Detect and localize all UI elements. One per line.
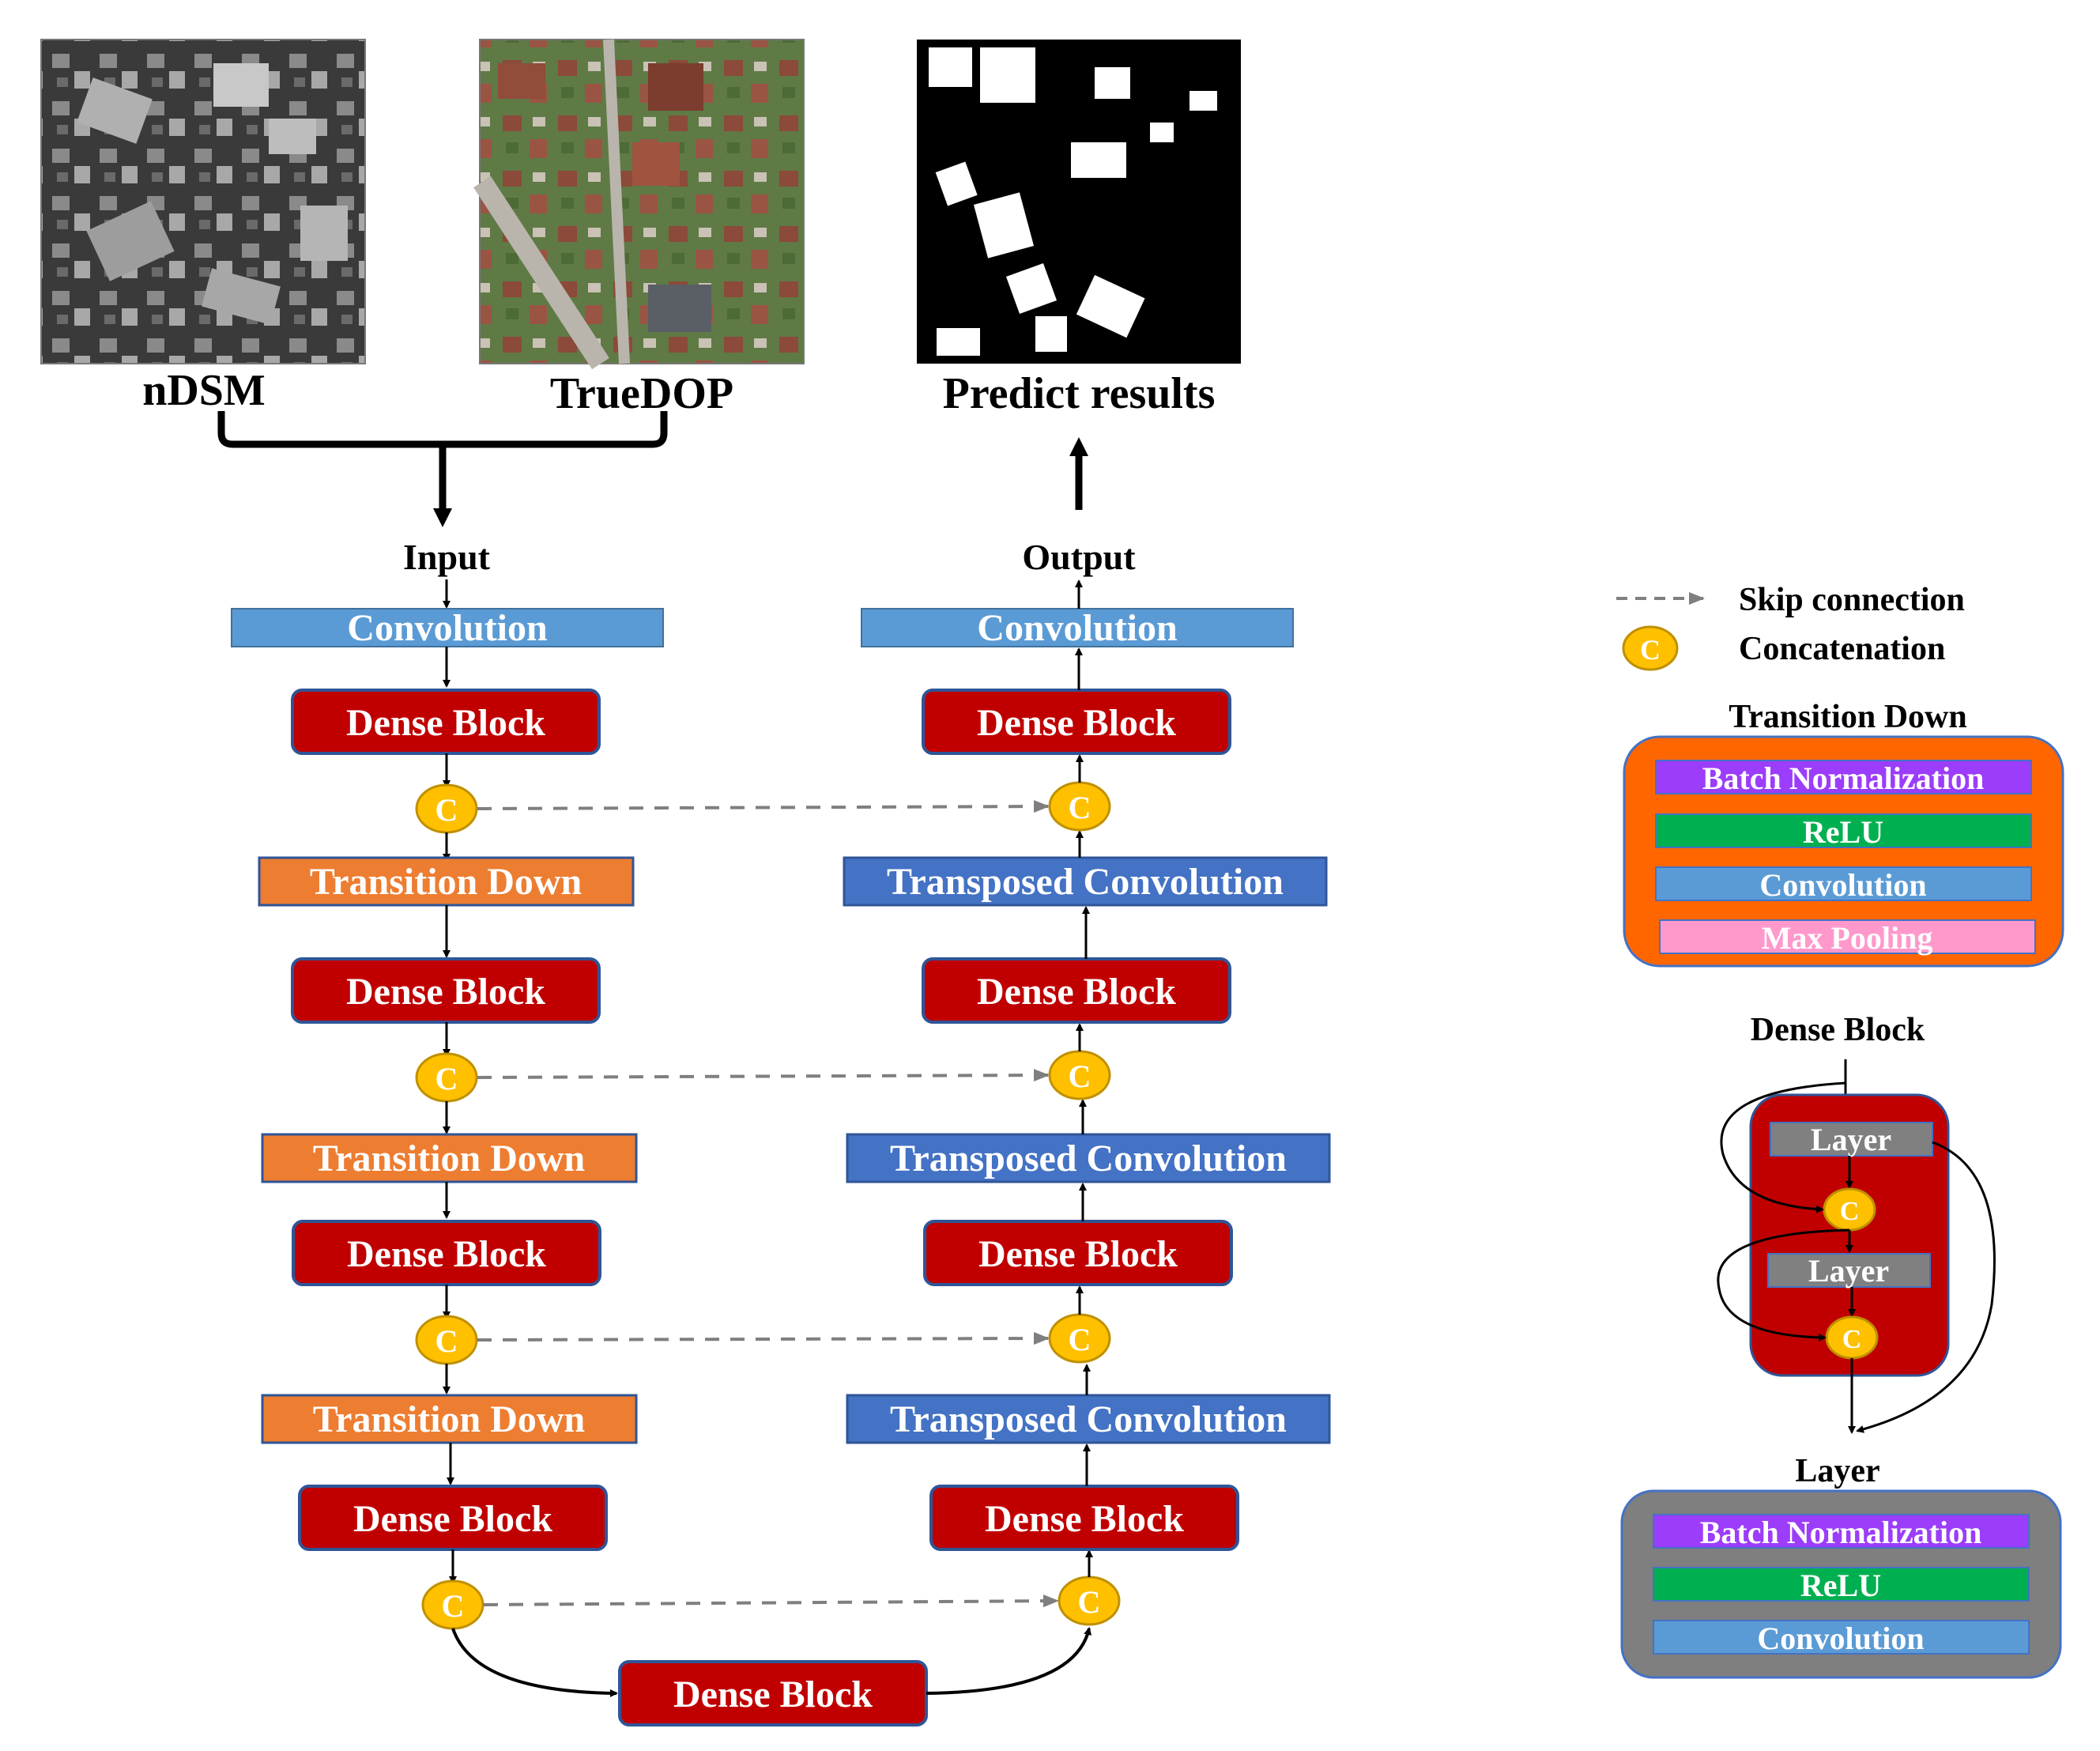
encoder-concat-4-symbol: C: [442, 1588, 465, 1624]
decoder-concat-4-symbol: C: [1078, 1584, 1101, 1620]
ndsm-image: [40, 39, 366, 364]
encoder-dense-block-1-label: Dense Block: [346, 702, 545, 744]
decoder-convolution-label: Convolution: [977, 607, 1177, 649]
decoder-transposed-conv-2-label: Transposed Convolution: [890, 1138, 1287, 1179]
decoder-dense-block-1-label: Dense Block: [977, 702, 1176, 744]
decoder-dense-block-1: [922, 689, 1231, 755]
encoder-dense-block-4-label: Dense Block: [353, 1498, 552, 1540]
skip-connection-4: [483, 1594, 1059, 1608]
legend-td-maxpooling-label: Max Pooling: [1762, 920, 1933, 956]
legend-concat-symbol: C: [1640, 634, 1661, 666]
encoder-concat-1-symbol: C: [435, 792, 458, 828]
legend-concat-label: Concatenation: [1739, 631, 1945, 667]
decoder-dense-block-3: [923, 1220, 1233, 1286]
encoder-transition-down-1-label: Transition Down: [310, 861, 582, 903]
output-label: Output: [1022, 537, 1136, 577]
encoder-concat-3-symbol: C: [435, 1323, 458, 1359]
decoder-dense-block-4-label: Dense Block: [985, 1498, 1184, 1540]
legend-td-convolution: [1655, 866, 2032, 901]
legend-layer-relu-label: ReLU: [1800, 1568, 1881, 1603]
legend-td-batchnorm-label: Batch Normalization: [1702, 760, 1985, 796]
decoder-transposed-conv-1-label: Transposed Convolution: [887, 861, 1284, 903]
decoder-dense-block-2: [922, 957, 1231, 1024]
legend-db-concat-1-symbol: C: [1840, 1197, 1860, 1226]
legend-layer-relu: [1653, 1567, 2030, 1602]
encoder-transition-down-3: [261, 1394, 638, 1444]
decoder-transposed-conv-2: [846, 1133, 1331, 1183]
decoder-convolution-box: [861, 608, 1294, 647]
legend-layer-convolution: [1653, 1620, 2030, 1655]
bottleneck-curve-out: [926, 1627, 1092, 1695]
decoder-dense-block-2-label: Dense Block: [977, 971, 1176, 1013]
skip-connection-1: [477, 800, 1050, 813]
decoder-concat-3-symbol: C: [1069, 1322, 1091, 1357]
predict-results-label: Predict results: [943, 369, 1216, 418]
legend-db-concat-2-symbol: C: [1842, 1325, 1862, 1354]
skip-connection-2: [477, 1069, 1050, 1082]
encoder-transition-down-2-label: Transition Down: [313, 1138, 586, 1179]
skip-connections: [477, 800, 1059, 1608]
encoder-dense-block-3-label: Dense Block: [347, 1233, 546, 1275]
legend-layer-batchnorm: [1653, 1514, 2030, 1549]
legend-db-layer-2: [1767, 1253, 1931, 1288]
decoder-concat-2-symbol: C: [1069, 1059, 1091, 1094]
legend-db-layer-2-label: Layer: [1808, 1253, 1889, 1289]
ndsm-label: nDSM: [142, 366, 266, 415]
encoder-concat-2-symbol: C: [435, 1061, 458, 1096]
legend-td-batchnorm: [1655, 760, 2032, 794]
decoder-transposed-conv-3-label: Transposed Convolution: [890, 1398, 1287, 1440]
legend-layer-title: Layer: [1795, 1453, 1879, 1489]
predict-results-image: [917, 40, 1241, 364]
legend-skip-label: Skip connection: [1739, 582, 1965, 618]
legend-td-convolution-label: Convolution: [1759, 867, 1926, 903]
decoder-dense-block-4: [929, 1485, 1239, 1551]
legend-td-relu-label: ReLU: [1803, 814, 1883, 850]
legend-concat-icon: [1622, 625, 1679, 671]
legend-layer-batchnorm-label: Batch Normalization: [1700, 1515, 1982, 1550]
decoder-transposed-conv-1: [843, 856, 1328, 907]
legend: Skip connection C Concatenation Transiti…: [1616, 582, 2064, 1679]
legend-db-layer-1: [1770, 1122, 1933, 1157]
legend-denseblock-title: Dense Block: [1751, 1012, 1925, 1048]
decoder-dense-block-3-label: Dense Block: [978, 1233, 1178, 1275]
legend-td-maxpooling: [1659, 919, 2036, 954]
bottleneck-dense-block-label: Dense Block: [673, 1674, 873, 1715]
decoder-path: C Dense Block Transposed Convolution C D…: [843, 579, 1331, 1626]
encoder-convolution-box: [231, 608, 664, 647]
bottleneck-curve-in: [451, 1628, 618, 1697]
legend-db-layer-1-label: Layer: [1811, 1122, 1891, 1157]
decoder-concat-1-symbol: C: [1069, 790, 1091, 825]
encoder-convolution-label: Convolution: [347, 607, 547, 649]
truedop-label: TrueDOP: [550, 369, 733, 418]
decoder-transposed-conv-3: [846, 1394, 1331, 1444]
legend-td-relu: [1655, 813, 2032, 848]
legend-transition-title: Transition Down: [1729, 699, 1966, 735]
legend-layer-convolution-label: Convolution: [1757, 1621, 1924, 1656]
encoder-path: Convolution Dense Block C Transition Dow…: [231, 579, 664, 1630]
input-label: Input: [403, 537, 491, 577]
truedop-image: [473, 39, 805, 370]
skip-connection-3: [477, 1332, 1050, 1345]
encoder-transition-down-3-label: Transition Down: [313, 1398, 586, 1440]
encoder-transition-down-2: [261, 1133, 638, 1183]
encoder-dense-block-2-label: Dense Block: [346, 971, 545, 1013]
